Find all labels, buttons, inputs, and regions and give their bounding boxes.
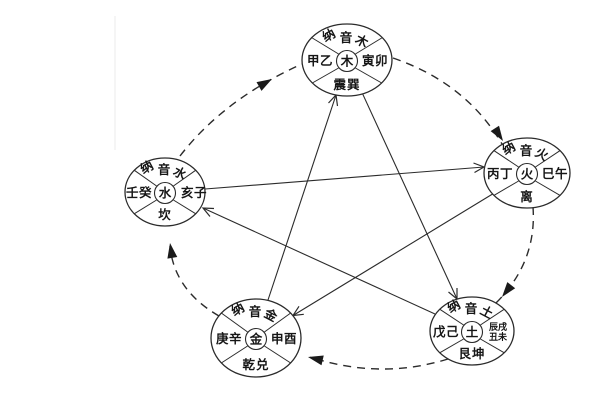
metal-center-label: 金 [249, 332, 263, 347]
wood-center-label: 木 [340, 54, 354, 69]
line-wood-to-earth [362, 93, 458, 300]
wood-bottom-label: 震巽 [332, 78, 360, 92]
earth-center-circle [460, 320, 484, 344]
earth-divider-ur [480, 308, 505, 326]
wood-divider-ll [312, 67, 339, 84]
water-divider-ul [133, 169, 157, 187]
water-left-label: 壬癸 [126, 185, 152, 200]
line-earth-to-water [202, 207, 436, 315]
line-water-to-fire [204, 166, 485, 190]
metal-right-label: 申酉 [271, 331, 297, 346]
earth-right-label-row2: 丑未 [489, 331, 508, 342]
earth-left-label: 戊己 [432, 324, 459, 339]
arc-wood-to-fire [392, 57, 503, 145]
arrowhead-water-to-wood [256, 79, 272, 91]
wood-left-label: 甲乙 [307, 54, 333, 68]
arc-earth-to-metal [309, 356, 449, 370]
arc-water-to-wood [179, 63, 303, 157]
arrowhead-metal-to-water [167, 243, 178, 259]
metal-bottom-label: 乾兑 [242, 357, 269, 372]
fire-bottom-label: 离 [520, 189, 534, 204]
fire-left-label: 丙丁 [487, 167, 513, 181]
metal-divider-ll [221, 345, 248, 364]
generating-cycle [167, 57, 535, 370]
fire-divider-ll [493, 180, 519, 196]
arrowv-earth-to-water [201, 207, 215, 217]
node-water: 纳音水 壬癸 水 亥子 坎 [124, 157, 207, 227]
metal-divider-ul [221, 312, 248, 333]
metal-left-label: 庚辛 [216, 331, 242, 346]
wood-divider-lr [355, 67, 382, 84]
water-right-label: 亥子 [181, 185, 207, 200]
node-earth: 纳音土 戊己 土 辰戌 丑未 艮坤 [429, 296, 515, 366]
arrowhead-fire-to-earth [502, 282, 516, 297]
fire-right-label: 巳午 [542, 166, 568, 181]
metal-center-circle [244, 327, 268, 351]
line-metal-to-wood [267, 94, 337, 301]
wood-divider-ul [312, 37, 339, 55]
wood-divider-ur [355, 37, 382, 55]
fire-center-circle [515, 162, 539, 186]
water-center-circle [153, 181, 177, 205]
metal-divider-ur [264, 312, 291, 333]
earth-center-label: 土 [466, 325, 479, 340]
earth-divider-ll [439, 338, 464, 354]
wood-center-circle [335, 49, 359, 73]
node-wood: 纳音木 甲乙 木 寅卯 震巽 [301, 23, 393, 97]
line-fire-to-metal [292, 193, 493, 316]
node-fire: 纳音火 丙丁 火 巳午 离 [483, 137, 571, 209]
arc-fire-to-earth [495, 206, 535, 304]
wood-right-label: 寅卯 [362, 53, 388, 68]
earth-divider-ul [439, 308, 464, 326]
arrowhead-earth-to-metal [308, 355, 324, 366]
arc-metal-to-water [169, 245, 220, 317]
water-divider-ll [133, 199, 157, 215]
fire-center-label: 火 [521, 168, 534, 182]
fire-divider-ur [535, 150, 561, 168]
earth-right-label-row1: 辰戌 [489, 321, 507, 332]
water-bottom-label: 坎 [158, 207, 172, 222]
water-center-label: 水 [159, 186, 172, 201]
water-divider-lr [173, 199, 197, 215]
overcoming-cycle [201, 93, 493, 317]
node-metal: 纳音金 庚辛 金 申酉 乾兑 [210, 298, 302, 378]
fire-divider-lr [535, 180, 561, 196]
earth-bottom-label: 艮坤 [458, 346, 485, 361]
fire-divider-ul [493, 150, 519, 168]
arrowhead-wood-to-fire [490, 125, 503, 141]
water-divider-ur [173, 169, 197, 187]
earth-divider-lr [480, 338, 505, 354]
metal-divider-lr [264, 345, 291, 364]
